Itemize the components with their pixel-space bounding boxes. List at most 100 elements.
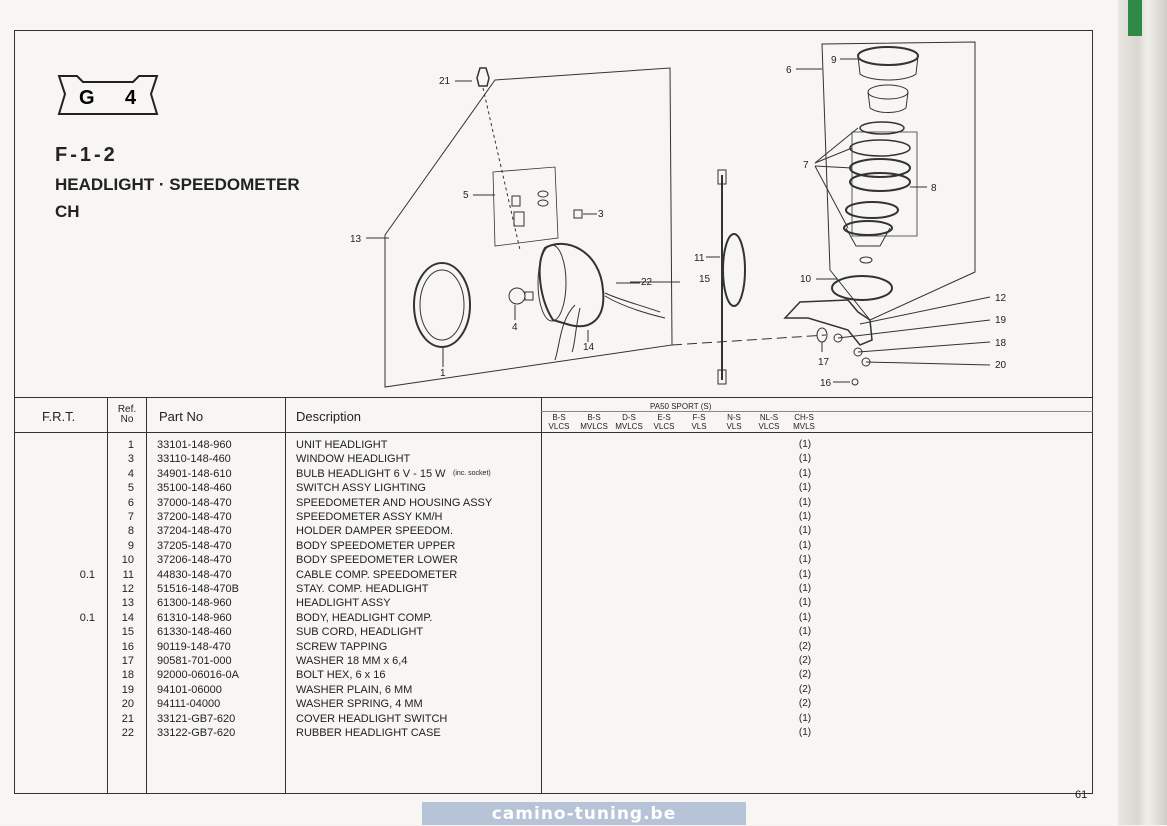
row-quantity: (1) <box>798 511 812 522</box>
row-part-no: 34901-148-610 <box>157 467 232 480</box>
model-variant: VLS <box>726 422 742 431</box>
callout-9: 9 <box>831 55 837 66</box>
row-quantity: (1) <box>798 611 812 623</box>
row-part-no: 51516-148-470B <box>157 583 239 595</box>
row-quantity: (1) <box>798 554 812 566</box>
header-frt: F.R.T. <box>42 409 76 424</box>
row-ref-no: 15 <box>121 626 134 639</box>
page-number: 61 <box>1075 789 1088 801</box>
row-part-no: 37200-148-470 <box>157 511 232 523</box>
row-quantity: (2) <box>798 655 812 666</box>
model-variant: MVLCS <box>615 422 643 431</box>
row-ref-no: 12 <box>121 583 134 595</box>
callout-10: 10 <box>800 274 812 285</box>
row-part-no: 94101-06000 <box>157 683 222 696</box>
row-frt <box>60 496 95 510</box>
row-frt <box>60 524 95 538</box>
row-frt <box>60 553 95 567</box>
model-code: F-S <box>692 413 706 422</box>
book-binding-edge <box>1118 0 1167 825</box>
row-ref-no: 6 <box>127 496 134 509</box>
bulb-shape <box>508 287 526 305</box>
row-part-no: 61300-148-960 <box>157 597 232 610</box>
callout-18: 18 <box>995 338 1007 349</box>
badge-letter: G <box>79 87 95 109</box>
col-divider-frt <box>107 397 108 794</box>
callout-4: 4 <box>512 322 518 333</box>
row-ref-no: 21 <box>121 712 134 725</box>
row-ref-no: 20 <box>121 698 134 711</box>
header-part-no: Part No <box>159 409 204 424</box>
row-part-no: 94111-04000 <box>157 698 221 711</box>
callout-3: 3 <box>598 209 604 220</box>
row-note: (inc. socket) <box>453 469 491 477</box>
row-ref-no: 22 <box>121 727 134 739</box>
callout-11: 11 <box>694 253 705 264</box>
watermark-banner: camino-tuning.be <box>422 802 746 825</box>
callout-21: 21 <box>439 76 451 87</box>
row-frt: 0.1 <box>79 611 95 624</box>
row-quantity: (1) <box>798 727 812 738</box>
row-description: BODY SPEEDOMETER LOWER <box>296 554 458 567</box>
callout-6: 6 <box>786 65 792 76</box>
model-code: B-S <box>587 413 601 422</box>
callout-8: 8 <box>931 183 937 194</box>
row-quantity: (1) <box>798 597 812 609</box>
row-quantity: (2) <box>798 669 812 681</box>
headlight-assembly-frame <box>384 67 673 388</box>
row-frt <box>60 697 95 711</box>
row-ref-no: 4 <box>127 467 134 480</box>
row-description: BODY SPEEDOMETER UPPER <box>296 539 456 552</box>
row-description: BODY, HEADLIGHT COMP. <box>296 611 433 624</box>
row-frt <box>60 452 95 466</box>
row-quantity: (1) <box>798 467 812 479</box>
section-code: F-1-2 <box>55 144 118 166</box>
row-ref-no: 18 <box>121 669 134 682</box>
row-frt <box>60 654 95 668</box>
row-ref-no: 13 <box>121 597 134 610</box>
model-variant: MVLS <box>793 422 815 431</box>
row-description: SPEEDOMETER ASSY KM/H <box>296 511 443 523</box>
col-divider-ref <box>146 397 147 794</box>
row-description: SWITCH ASSY LIGHTING <box>296 482 426 495</box>
row-part-no: 37206-148-470 <box>157 554 232 567</box>
headlight-unit-shape <box>413 262 471 348</box>
row-part-no: 92000-06016-0A <box>157 669 239 682</box>
callout-12: 12 <box>995 293 1007 304</box>
row-quantity: (1) <box>798 583 812 594</box>
row-ref-no: 3 <box>127 453 134 466</box>
callout-1: 1 <box>440 368 446 379</box>
row-frt <box>60 582 95 596</box>
model-code: NL-S <box>759 413 779 422</box>
row-frt <box>60 438 95 452</box>
row-ref-no: 8 <box>127 525 134 538</box>
callout-19: 19 <box>995 315 1007 326</box>
speedometer-assembly-frame <box>821 41 976 321</box>
header-model-group: PA50 SPORT (S) <box>650 402 712 411</box>
model-code: B-S <box>552 413 566 422</box>
row-description: WASHER 18 MM x 6,4 <box>296 655 408 667</box>
row-frt <box>60 539 95 553</box>
row-frt <box>60 726 95 740</box>
row-frt <box>60 712 95 726</box>
row-description: WASHER SPRING, 4 MM <box>296 698 423 711</box>
row-ref-no: 7 <box>127 511 134 523</box>
model-variant: MVLCS <box>580 422 608 431</box>
model-variant: VLCS <box>548 422 570 431</box>
row-frt <box>60 596 95 610</box>
row-frt: 0.1 <box>79 568 95 581</box>
row-frt <box>60 510 95 524</box>
row-part-no: 33110-148-460 <box>157 453 231 466</box>
row-description: RUBBER HEADLIGHT CASE <box>296 727 441 739</box>
callout-17: 17 <box>818 357 830 368</box>
row-description: BULB HEADLIGHT 6 V - 15 W <box>296 467 446 480</box>
row-quantity: (1) <box>798 626 812 638</box>
row-quantity: (1) <box>798 712 812 724</box>
callout-5: 5 <box>463 190 469 201</box>
